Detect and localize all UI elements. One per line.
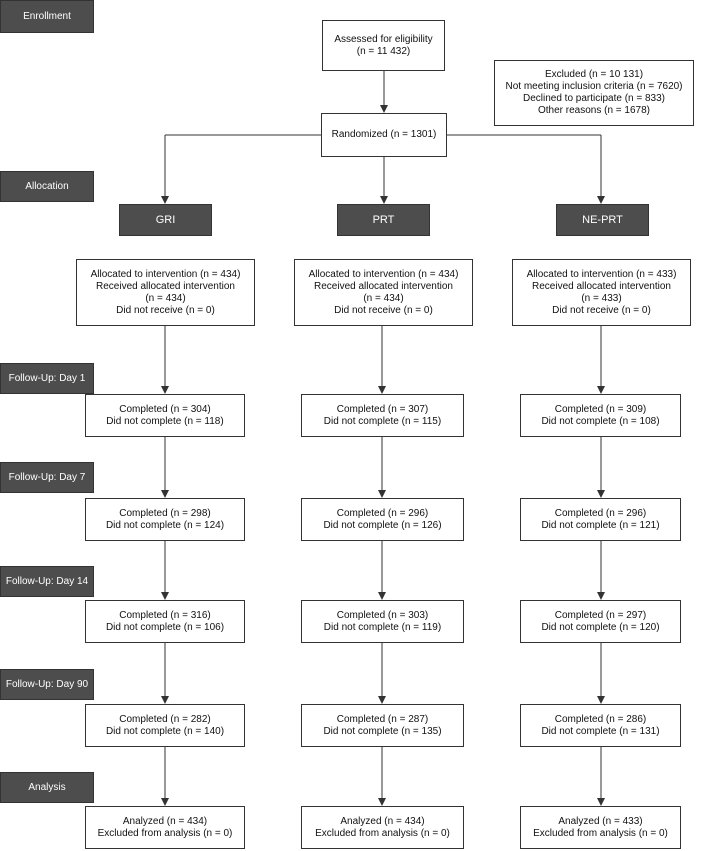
not-completed-count: Did not complete (n = 126)	[323, 519, 442, 531]
excluded-declined: Declined to participate (n = 833)	[522, 93, 666, 104]
not-completed-count: Did not complete (n = 119)	[323, 621, 442, 633]
completed-count: Completed (n = 282)	[119, 713, 211, 725]
day7-box-gri: Completed (n = 298) Did not complete (n …	[85, 498, 245, 541]
analysis-box-gri: Analyzed (n = 434) Excluded from analysi…	[85, 806, 245, 849]
allocation-box-prt: Allocated to intervention (n = 434) Rece…	[294, 259, 473, 326]
allocation-allocated: Allocated to intervention (n = 434)	[90, 268, 241, 280]
allocation-received-count: (n = 434)	[363, 292, 404, 304]
stage-label-followup-day90: Follow-Up: Day 90	[0, 669, 94, 700]
analysis-box-prt: Analyzed (n = 434) Excluded from analysi…	[301, 806, 464, 849]
excluded-total: Excluded (n = 10 131)	[544, 69, 644, 80]
completed-count: Completed (n = 304)	[119, 403, 211, 415]
day7-box-ne-prt: Completed (n = 296) Did not complete (n …	[520, 498, 681, 541]
allocation-box-gri: Allocated to intervention (n = 434) Rece…	[76, 259, 255, 326]
not-completed-count: Did not complete (n = 115)	[323, 415, 442, 427]
not-completed-count: Did not complete (n = 135)	[323, 725, 442, 737]
not-completed-count: Did not complete (n = 106)	[105, 621, 225, 633]
arm-header-gri: GRI	[119, 204, 212, 236]
completed-count: Completed (n = 286)	[554, 713, 647, 725]
not-completed-count: Did not complete (n = 124)	[105, 519, 225, 531]
arm-header-ne-prt: NE-PRT	[556, 204, 649, 236]
allocation-box-ne-prt: Allocated to intervention (n = 433) Rece…	[512, 259, 691, 326]
analysis-box-ne-prt: Analyzed (n = 433) Excluded from analysi…	[520, 806, 681, 849]
allocation-received-count: (n = 434)	[145, 292, 186, 304]
allocation-received: Received allocated intervention	[314, 280, 453, 292]
randomized-box: Randomized (n = 1301)	[321, 113, 447, 157]
assessed-count: (n = 11 432)	[356, 45, 411, 57]
not-completed-count: Did not complete (n = 121)	[541, 519, 660, 531]
not-completed-count: Did not complete (n = 118)	[106, 415, 224, 427]
stage-label-enrollment: Enrollment	[0, 0, 94, 33]
completed-count: Completed (n = 298)	[119, 507, 211, 519]
allocation-not-received: Did not receive (n = 0)	[334, 304, 433, 316]
analyzed-count: Analyzed (n = 434)	[122, 815, 208, 827]
excluded-from-analysis: Excluded from analysis (n = 0)	[533, 827, 668, 839]
allocation-not-received: Did not receive (n = 0)	[116, 304, 215, 316]
day7-box-prt: Completed (n = 296) Did not complete (n …	[301, 498, 464, 541]
completed-count: Completed (n = 296)	[336, 507, 429, 519]
excluded-box: Excluded (n = 10 131) Not meeting inclus…	[494, 60, 694, 126]
excluded-from-analysis: Excluded from analysis (n = 0)	[97, 827, 233, 839]
completed-count: Completed (n = 303)	[336, 609, 429, 621]
day1-box-ne-prt: Completed (n = 309) Did not complete (n …	[520, 394, 681, 437]
allocation-allocated: Allocated to intervention (n = 433)	[526, 268, 677, 280]
assessed-box: Assessed for eligibility (n = 11 432)	[322, 20, 445, 71]
allocation-not-received: Did not receive (n = 0)	[552, 304, 651, 316]
stage-label-followup-day7: Follow-Up: Day 7	[0, 462, 94, 493]
excluded-from-analysis: Excluded from analysis (n = 0)	[315, 827, 450, 839]
not-completed-count: Did not complete (n = 108)	[541, 415, 660, 427]
day90-box-prt: Completed (n = 287) Did not complete (n …	[301, 704, 464, 747]
excluded-other: Other reasons (n = 1678)	[537, 105, 650, 116]
day90-box-gri: Completed (n = 282) Did not complete (n …	[85, 704, 245, 747]
completed-count: Completed (n = 307)	[336, 403, 429, 415]
day14-box-ne-prt: Completed (n = 297) Did not complete (n …	[520, 600, 681, 643]
allocation-allocated: Allocated to intervention (n = 434)	[308, 268, 459, 280]
day90-box-ne-prt: Completed (n = 286) Did not complete (n …	[520, 704, 681, 747]
completed-count: Completed (n = 309)	[554, 403, 647, 415]
analyzed-count: Analyzed (n = 434)	[340, 815, 425, 827]
completed-count: Completed (n = 316)	[119, 609, 211, 621]
day14-box-prt: Completed (n = 303) Did not complete (n …	[301, 600, 464, 643]
not-completed-count: Did not complete (n = 120)	[541, 621, 660, 633]
not-completed-count: Did not complete (n = 131)	[541, 725, 660, 737]
stage-label-followup-day14: Follow-Up: Day 14	[0, 566, 94, 597]
day1-box-gri: Completed (n = 304) Did not complete (n …	[85, 394, 245, 437]
completed-count: Completed (n = 296)	[554, 507, 647, 519]
allocation-received: Received allocated intervention	[96, 280, 235, 292]
day14-box-gri: Completed (n = 316) Did not complete (n …	[85, 600, 245, 643]
stage-label-followup-day1: Follow-Up: Day 1	[0, 363, 94, 394]
completed-count: Completed (n = 297)	[554, 609, 647, 621]
stage-label-allocation: Allocation	[0, 171, 94, 202]
excluded-not-meeting: Not meeting inclusion criteria (n = 7620…	[505, 81, 683, 92]
allocation-received: Received allocated intervention	[532, 280, 671, 292]
analyzed-count: Analyzed (n = 433)	[558, 815, 643, 827]
not-completed-count: Did not complete (n = 140)	[105, 725, 225, 737]
stage-label-analysis: Analysis	[0, 772, 94, 803]
day1-box-prt: Completed (n = 307) Did not complete (n …	[301, 394, 464, 437]
randomized-label: Randomized (n = 1301)	[331, 129, 437, 140]
arm-header-prt: PRT	[337, 204, 430, 236]
assessed-label: Assessed for eligibility	[334, 33, 433, 45]
completed-count: Completed (n = 287)	[336, 713, 429, 725]
allocation-received-count: (n = 433)	[581, 292, 622, 304]
